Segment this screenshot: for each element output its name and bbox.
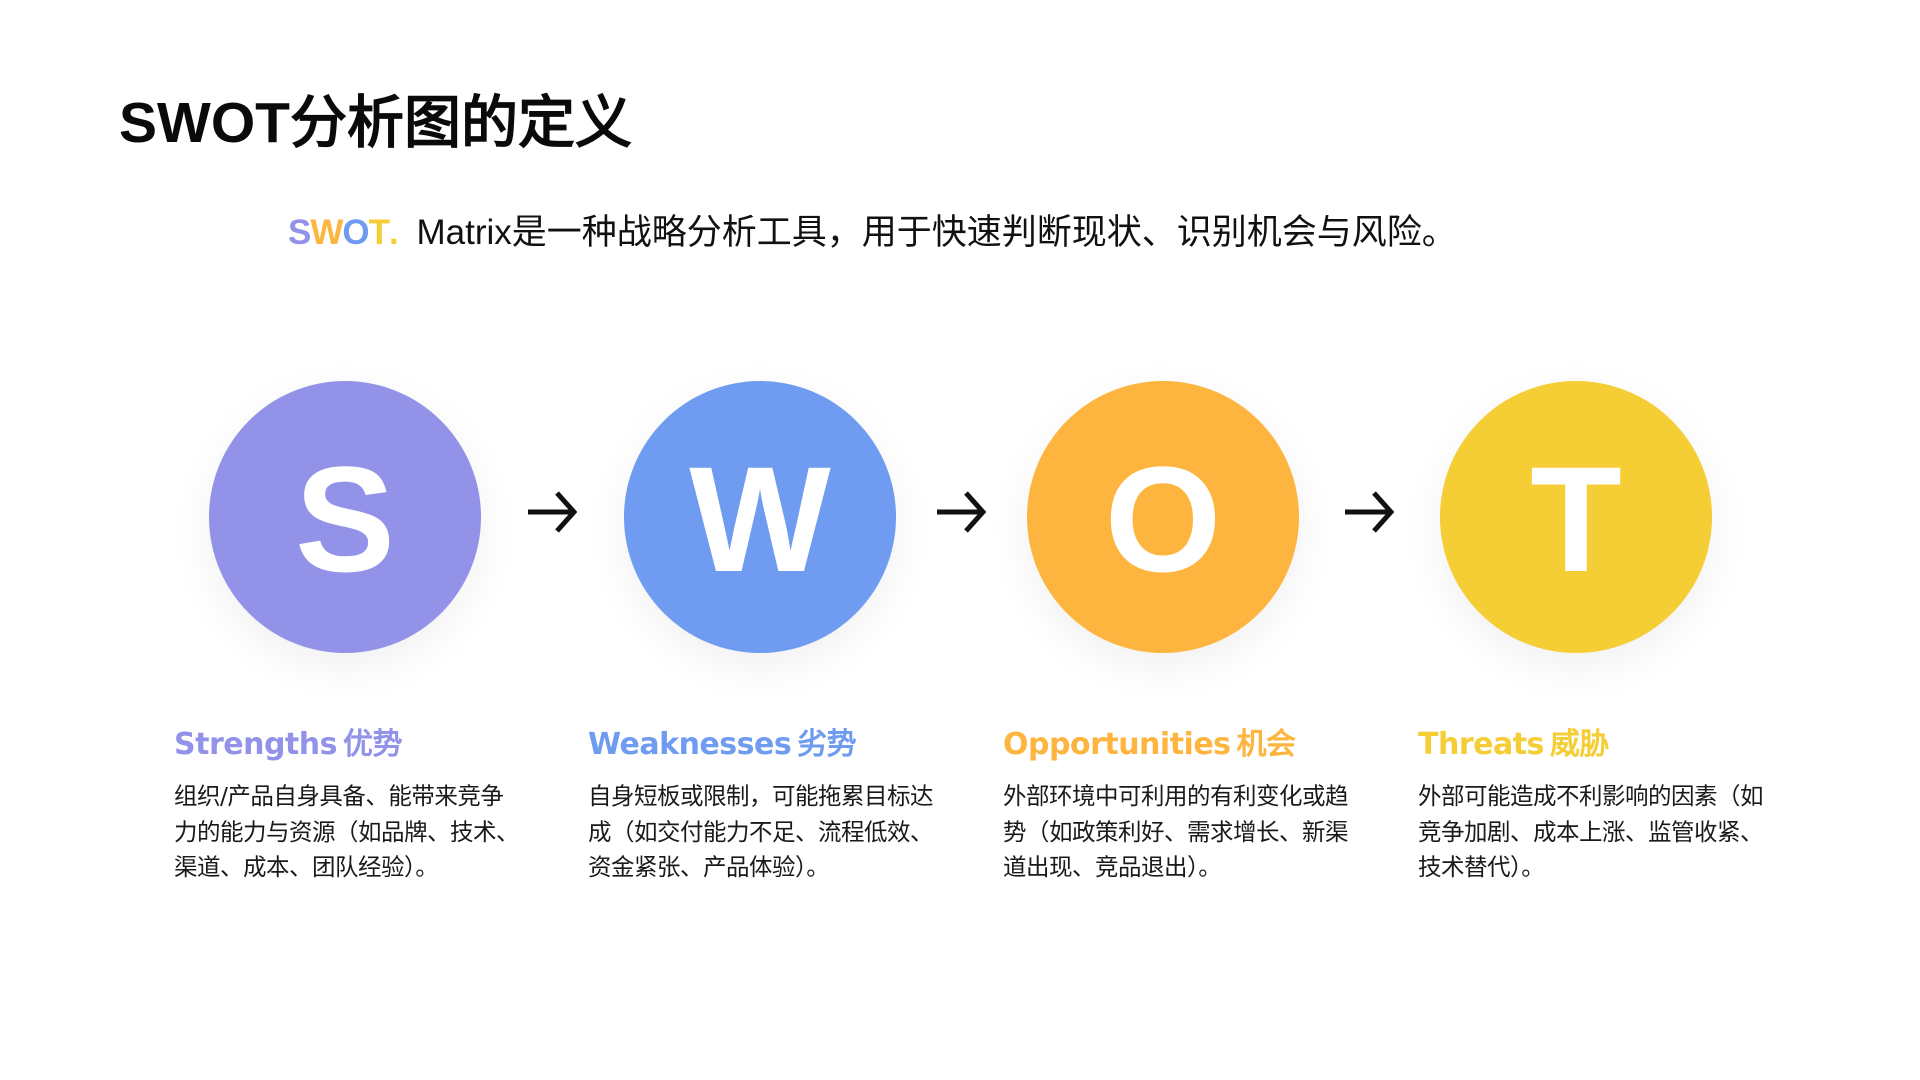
circle-letter: T bbox=[1530, 435, 1622, 603]
circle-letter: W bbox=[689, 435, 831, 603]
heading-en: Weaknesses bbox=[588, 727, 792, 762]
right-arrow-icon bbox=[1344, 488, 1394, 536]
heading-zh: 威胁 bbox=[1549, 727, 1610, 762]
circle-strengths: S bbox=[209, 381, 481, 653]
subtitle-text: Matrix是一种战略分析工具，用于快速判断现状、识别机会与风险。 bbox=[416, 213, 1457, 252]
threats-description: 外部可能造成不利影响的因素（如竞争加剧、成本上涨、监管收紧、技术替代）。 bbox=[1418, 782, 1764, 881]
heading-zh: 劣势 bbox=[797, 727, 857, 762]
brand-period: . bbox=[389, 213, 399, 252]
circle-opportunities: O bbox=[1027, 381, 1299, 653]
heading-zh: 机会 bbox=[1236, 727, 1297, 762]
weaknesses-description: 自身短板或限制，可能拖累目标达成（如交付能力不足、流程低效、资金紧张、产品体验）… bbox=[588, 782, 934, 881]
page-title: SWOT分析图的定义 bbox=[119, 91, 632, 155]
brand-letter-s: S bbox=[288, 213, 311, 252]
heading-en: Opportunities bbox=[1003, 727, 1231, 762]
heading-en: Strengths bbox=[174, 727, 337, 762]
circle-letter: S bbox=[294, 435, 396, 603]
subtitle: SWOT. Matrix是一种战略分析工具，用于快速判断现状、识别机会与风险。 bbox=[288, 210, 1457, 256]
heading-en: Threats bbox=[1418, 727, 1544, 762]
swot-brand-mark: SWOT. bbox=[288, 213, 407, 252]
right-arrow-icon bbox=[527, 488, 577, 536]
brand-letter-w: W bbox=[310, 213, 343, 252]
strengths-description: 组织/产品自身具备、能带来竞争力的能力与资源（如品牌、技术、渠道、成本、团队经验… bbox=[174, 782, 520, 881]
right-arrow-icon bbox=[936, 488, 986, 536]
opportunities-description: 外部环境中可利用的有利变化或趋势（如政策利好、需求增长、新渠道出现、竞品退出）。 bbox=[1003, 782, 1349, 881]
circle-letter: O bbox=[1104, 435, 1222, 603]
circle-threats: T bbox=[1440, 381, 1712, 653]
heading-zh: 优势 bbox=[342, 727, 403, 762]
brand-letter-o: O bbox=[342, 213, 369, 252]
circle-weaknesses: W bbox=[624, 381, 896, 653]
brand-letter-t: T bbox=[368, 213, 390, 252]
